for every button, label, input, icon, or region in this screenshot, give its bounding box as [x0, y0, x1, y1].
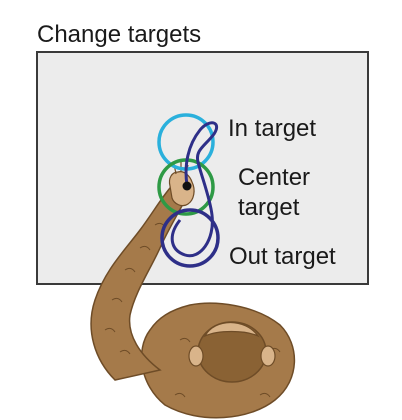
monkey-hand [168, 171, 195, 207]
monkey-ear-left [188, 345, 204, 367]
center-target-label-line2: target [238, 194, 300, 221]
out-target-label: Out target [229, 243, 336, 270]
movement-trajectory [170, 121, 219, 258]
screen-panel [36, 51, 369, 285]
out-target-circle [160, 208, 220, 268]
monkey-illustration [90, 162, 296, 419]
monkey-head-top [203, 322, 260, 338]
in-target-label: In target [228, 115, 316, 142]
hand-cursor-dot [182, 181, 192, 191]
figure-title: Change targets [37, 21, 201, 48]
center-target-label-line1: Center [238, 164, 310, 191]
monkey-ear-right [260, 345, 276, 367]
